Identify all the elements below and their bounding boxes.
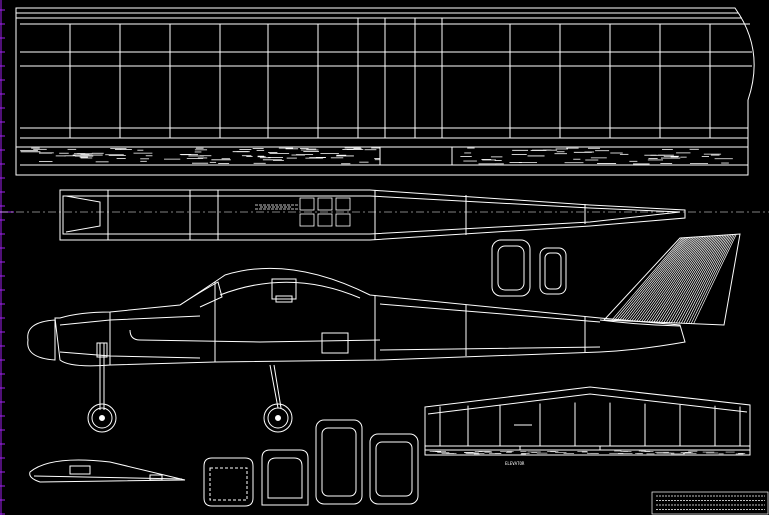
- wing-outline: [15, 7, 755, 176]
- landing-gear: [87, 342, 293, 433]
- fuel-tank: [271, 278, 297, 300]
- fuselage-formers: [203, 419, 419, 507]
- wing-trailing-edge-hatch: [20, 147, 733, 165]
- elevator-plan-view: ELEVATOR: [424, 386, 751, 466]
- servo: [321, 332, 349, 354]
- side-windows: [491, 239, 567, 297]
- fuselage-top-view: [59, 189, 686, 241]
- wing-airfoil-section: [29, 459, 186, 483]
- elevator-label: ELEVATOR: [505, 461, 525, 466]
- left-ruler: [0, 0, 14, 515]
- wing-plan-view: [15, 7, 755, 176]
- spinner: [27, 319, 56, 361]
- fuselage-side-view: [27, 267, 686, 367]
- title-block: [651, 491, 769, 515]
- vertical-fin: [602, 233, 741, 326]
